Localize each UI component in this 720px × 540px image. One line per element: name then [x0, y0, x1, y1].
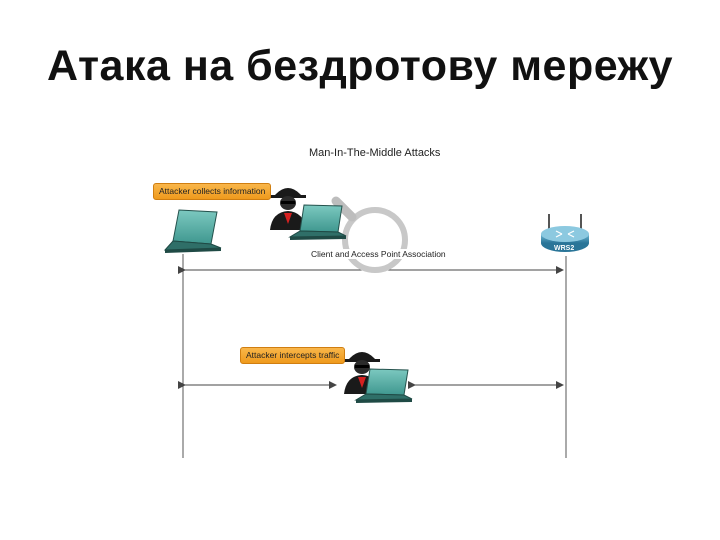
magnifier-icon: [331, 196, 408, 273]
slide-title: Атака на бездротову мережу: [46, 42, 673, 90]
router-label: WRS2: [554, 245, 575, 252]
callout-intercept: Attacker intercepts traffic: [240, 347, 346, 364]
diagram-title: Man-In-The-Middle Attacks: [309, 147, 441, 159]
attacker-icon-top: [270, 188, 306, 230]
association-label: Client and Access Point Association: [311, 249, 446, 259]
router-icon: [541, 214, 589, 252]
client-laptop-icon: [163, 209, 222, 253]
attacker-laptop-icon-top: [288, 204, 347, 240]
attacker-laptop-icon-bottom: [354, 368, 413, 403]
callout-collect: Attacker collects information: [153, 183, 272, 200]
